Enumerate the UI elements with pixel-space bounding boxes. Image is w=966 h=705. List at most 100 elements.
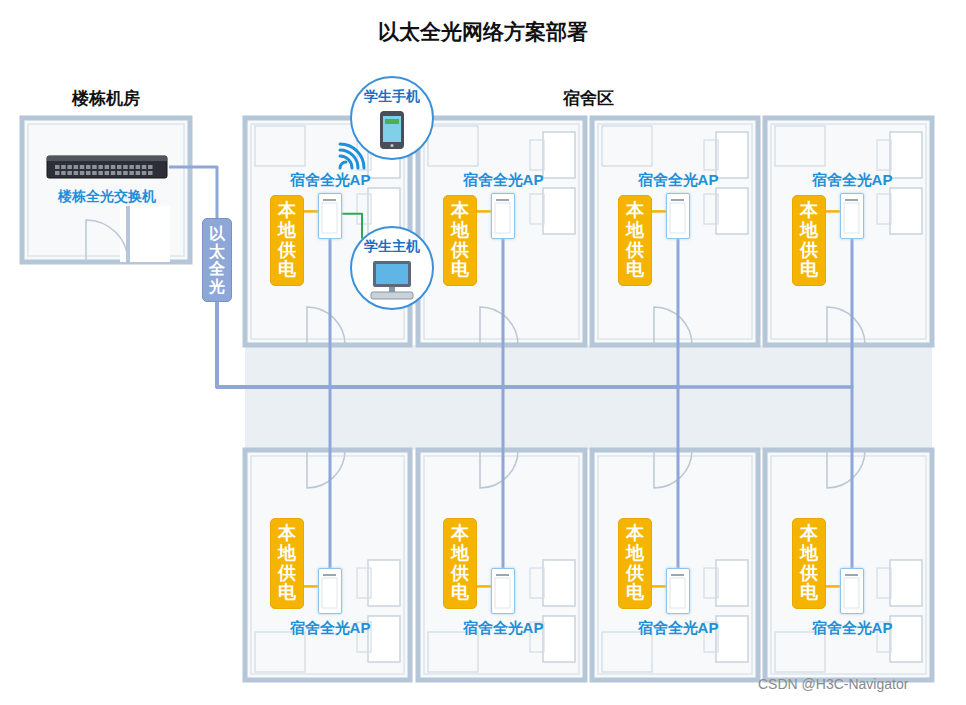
ap-icon (319, 194, 340, 237)
switch-port (61, 165, 65, 169)
switch-port (129, 165, 134, 169)
connector-line (342, 214, 362, 239)
switch-top (47, 156, 167, 161)
desk (530, 568, 544, 598)
power-label: 本地供电 (278, 201, 296, 280)
bed (890, 132, 922, 178)
door-gap (120, 206, 170, 262)
region-node: 宿舍区本地供电宿舍全光AP本地供电宿舍全光AP本地供电宿舍全光AP本地供电宿舍全… (245, 118, 932, 680)
switch-port (80, 165, 85, 169)
ap-node: 宿舍全光AP (840, 193, 864, 239)
dorm-room-wall (765, 118, 932, 345)
bathroom (602, 126, 652, 166)
power-label: 本地供电 (451, 201, 469, 280)
ap-label: 宿舍全光AP (812, 619, 893, 638)
wifi-symbol (340, 144, 364, 168)
switch-port (136, 171, 141, 175)
ap-panel (670, 578, 685, 608)
ap-logo (323, 199, 336, 201)
desk (530, 140, 544, 170)
switch-port (86, 165, 91, 169)
ap-icon (841, 569, 862, 612)
door-arc (827, 450, 865, 488)
power-label: 本地供电 (451, 524, 469, 603)
bed (368, 560, 400, 606)
ap-icon (841, 194, 862, 237)
switch-port (67, 165, 72, 169)
switch-port (142, 171, 147, 175)
ap-label: 宿舍全光AP (812, 171, 893, 190)
circle-node: 学生手机 (350, 76, 434, 160)
switch-port (55, 171, 60, 175)
ap-label: 宿舍全光AP (638, 171, 719, 190)
switch-port (123, 171, 128, 175)
switch-port (123, 165, 128, 169)
dorm-room-wall (245, 450, 410, 680)
ap-label: 宿舍全光AP (290, 171, 371, 190)
badge-node: 以太全光 (202, 218, 232, 302)
ap-icon (667, 569, 688, 612)
power-node: 本地供电 (443, 195, 477, 286)
ap-node: 宿舍全光AP (666, 568, 690, 614)
desk (877, 194, 891, 224)
monitor-frame (373, 261, 411, 287)
phone-screen (383, 116, 401, 142)
callout-title: 学生手机 (352, 88, 432, 106)
bed (368, 616, 400, 662)
keyboard (371, 292, 413, 299)
floor-plan-walls (22, 118, 932, 680)
switch-port (105, 165, 110, 169)
door-arc (480, 450, 518, 488)
power-node: 本地供电 (618, 195, 652, 286)
circle-node: 学生主机 (350, 226, 434, 310)
switch-icon (45, 152, 169, 182)
power-label: 本地供电 (626, 201, 644, 280)
door-arc (654, 307, 692, 345)
ap-logo (671, 199, 684, 201)
connector-line (652, 585, 666, 588)
ap-panel (495, 203, 510, 233)
phone-icon (367, 109, 417, 151)
desk (357, 568, 371, 598)
desk (877, 568, 891, 598)
switch-node: 楼栋全光交换机 (45, 152, 169, 206)
power-node: 本地供电 (792, 195, 826, 286)
desk (704, 568, 718, 598)
ap-node: 宿舍全光AP (666, 193, 690, 239)
door-arc (480, 307, 518, 345)
switch-port (92, 171, 97, 175)
switch-port (98, 171, 103, 175)
door-arc (307, 450, 345, 488)
switch-port (105, 171, 110, 175)
monitor-screen (376, 264, 408, 284)
switch-port (80, 171, 85, 175)
watermark: CSDN @H3C-Navigator (758, 676, 908, 692)
bed (716, 616, 748, 662)
bathroom (255, 632, 305, 672)
bed (716, 560, 748, 606)
switch-port (117, 171, 122, 175)
dorm-room-inner (771, 456, 926, 674)
wifi-arc (340, 162, 346, 168)
pc-icon (367, 259, 417, 301)
connector-line (826, 585, 840, 588)
wifi-arc (340, 150, 358, 168)
bed (543, 616, 575, 662)
ap-node: 宿舍全光AP (491, 193, 515, 239)
phone-body (380, 111, 404, 149)
ap-panel (495, 578, 510, 608)
wifi-arc (340, 144, 364, 168)
switch-port (86, 171, 91, 175)
switch-port (74, 165, 79, 169)
ap-logo (671, 574, 684, 576)
ap-node: 宿舍全光AP (491, 568, 515, 614)
diagram-title: 以太全光网络方案部署 (0, 18, 966, 46)
bed (716, 188, 748, 234)
area-heading: 宿舍区 (563, 87, 614, 110)
dorm-room-inner (771, 124, 926, 339)
door-arc (86, 220, 128, 262)
switch-port (111, 165, 116, 169)
door-arc (654, 450, 692, 488)
dorm-room-inner (251, 456, 404, 674)
power-label: 本地供电 (278, 524, 296, 603)
